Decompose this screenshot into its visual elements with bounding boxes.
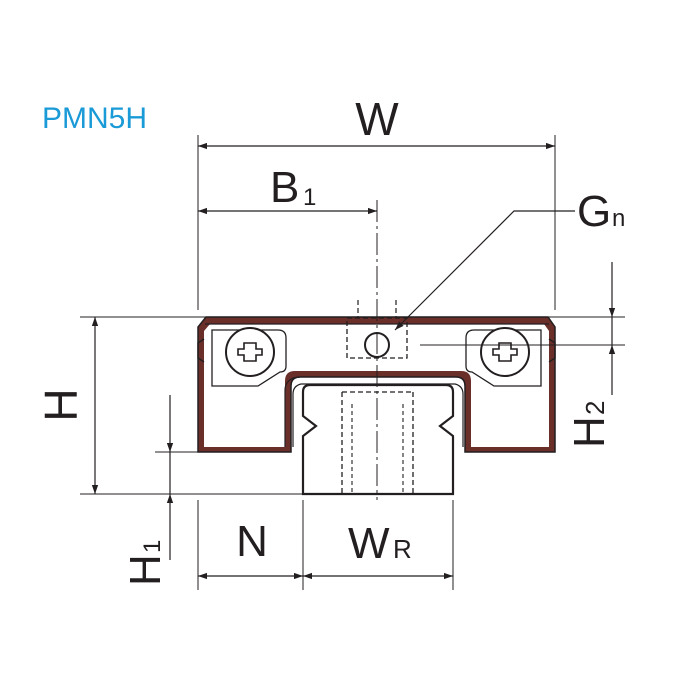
carriage-block: [197, 316, 556, 453]
dim-label-n: N: [236, 517, 268, 566]
dim-label-h1: H 1: [121, 540, 170, 586]
left-screw-icon: [225, 327, 275, 377]
dim-label-h1-main: H: [121, 554, 170, 586]
dim-gn-leader: [394, 210, 575, 331]
dim-label-gn: G: [577, 187, 611, 236]
dim-label-h2-main: H: [565, 416, 614, 448]
dim-label-h1-sub: 1: [139, 540, 166, 553]
dim-label-wr-sub: R: [393, 534, 412, 564]
dim-label-h2: H 2: [565, 401, 614, 448]
dim-label-b1: B: [270, 163, 299, 212]
dim-label-gn-sub: n: [612, 205, 625, 232]
model-label: PMN5H: [42, 102, 147, 135]
dim-label-b1-sub: 1: [303, 184, 316, 211]
cavity-contour-outer: [284, 376, 301, 447]
right-recess: [465, 329, 542, 387]
right-screw-icon: [480, 327, 530, 377]
dim-label-wr: W: [348, 519, 390, 568]
dimension-arrows: [91, 142, 616, 580]
dim-label-h2-sub: 2: [580, 401, 610, 415]
rail-bolt-hole: [351, 404, 404, 494]
left-notch: [197, 338, 205, 363]
rail-outline: [301, 383, 455, 496]
block-face: [204, 324, 549, 447]
left-recess: [211, 329, 287, 387]
right-notch: [548, 338, 556, 363]
extension-lines: [80, 135, 625, 590]
dim-label-w: W: [355, 93, 399, 145]
dim-label-h: H: [35, 388, 87, 421]
rail: [301, 383, 455, 496]
